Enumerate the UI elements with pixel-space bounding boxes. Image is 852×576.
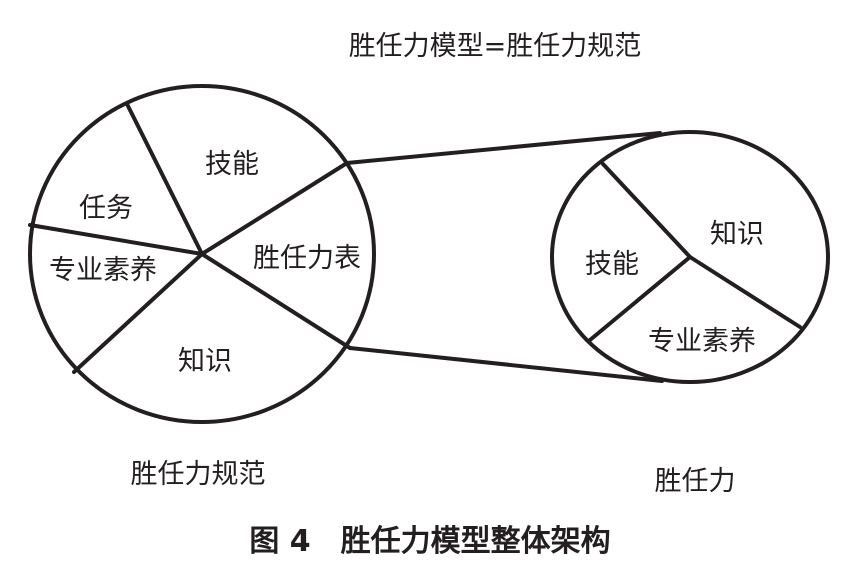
right-divider-top — [601, 162, 692, 259]
left-divider-lower-right — [200, 252, 352, 350]
left-circle-caption: 胜任力规范 — [131, 459, 266, 490]
left-sector-tasks: 任务 — [79, 193, 133, 224]
left-divider-lower-left — [72, 252, 204, 374]
left-divider-top — [125, 102, 204, 256]
left-circle — [28, 84, 376, 424]
right-sector-knowledge: 知识 — [710, 219, 764, 250]
left-sector-competency-table: 胜任力表 — [253, 243, 361, 274]
connector-bottom-line — [348, 346, 664, 383]
connector-top-line — [345, 131, 662, 165]
figure-caption: 图 4 胜任力模型整体架构 — [249, 524, 610, 559]
right-sector-skills: 技能 — [585, 249, 639, 280]
left-sector-skills: 技能 — [205, 149, 259, 180]
left-divider-left — [28, 223, 204, 256]
right-divider-right — [688, 255, 802, 329]
left-circle-group: 技能 任务 胜任力表 专业素养 知识 — [28, 84, 376, 424]
right-sector-professional-quality: 专业素养 — [648, 326, 756, 357]
right-circle — [550, 130, 830, 384]
left-divider-upper-right — [200, 161, 349, 256]
right-divider-left — [588, 255, 692, 342]
right-circle-caption: 胜任力 — [655, 466, 736, 497]
diagram-title: 胜任力模型=胜任力规范 — [349, 31, 642, 62]
right-circle-group: 知识 技能 专业素养 — [550, 130, 830, 384]
left-sector-professional-quality: 专业素养 — [49, 255, 157, 286]
left-sector-knowledge: 知识 — [178, 346, 232, 377]
